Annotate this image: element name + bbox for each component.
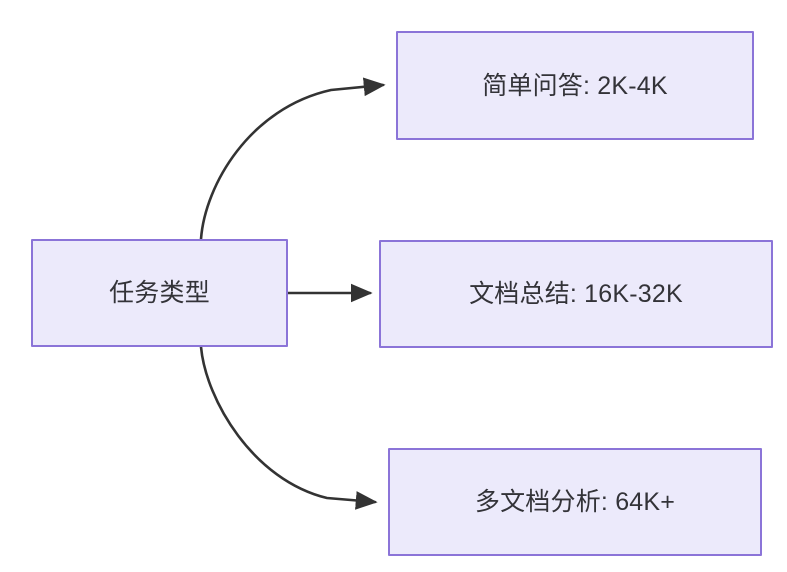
node-simple-qa[interactable]: 简单问答: 2K-4K <box>396 31 754 140</box>
edge-root-to-simple-qa <box>199 77 386 241</box>
node-doc-summary[interactable]: 文档总结: 16K-32K <box>379 240 773 348</box>
node-multi-doc-label: 多文档分析: 64K+ <box>474 488 676 516</box>
node-task-type[interactable]: 任务类型 <box>31 239 288 347</box>
node-simple-qa-label: 简单问答: 2K-4K <box>482 71 668 100</box>
node-task-type-label: 任务类型 <box>109 279 210 307</box>
node-doc-summary-label: 文档总结: 16K-32K <box>469 280 683 308</box>
node-multi-doc[interactable]: 多文档分析: 64K+ <box>388 448 762 556</box>
edge-root-to-multi-doc <box>199 345 378 510</box>
